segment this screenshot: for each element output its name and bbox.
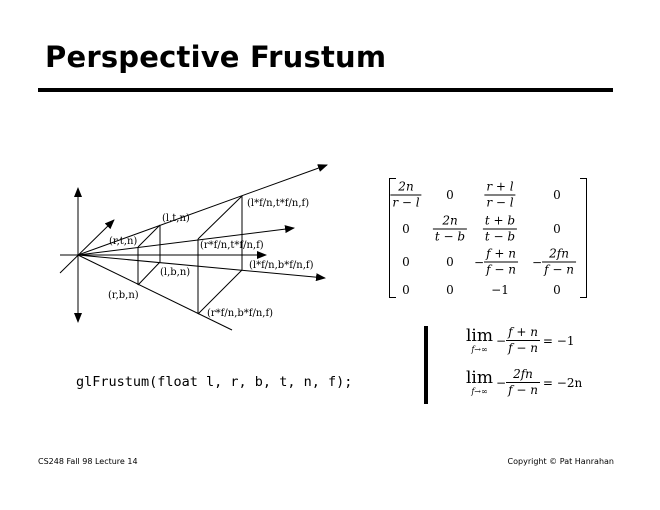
minus-sign: − bbox=[496, 375, 507, 390]
numerator: t + b bbox=[484, 213, 516, 228]
minus-sign: − bbox=[474, 255, 485, 269]
numerator: r + l bbox=[486, 179, 514, 194]
numerator: 2n bbox=[442, 213, 458, 228]
matrix-right-bracket bbox=[580, 178, 587, 298]
numerator: f + n bbox=[508, 325, 538, 339]
label-ltn: (l,t,n) bbox=[162, 213, 190, 224]
matrix-left-bracket bbox=[389, 178, 396, 298]
m13: 0 bbox=[553, 222, 561, 236]
numerator: 2fn bbox=[513, 367, 533, 381]
m31: 0 bbox=[446, 283, 454, 297]
ray-mid bbox=[77, 225, 295, 256]
ray-top bbox=[77, 164, 328, 256]
title-rule bbox=[38, 88, 613, 92]
m21: 0 bbox=[446, 255, 454, 269]
label-rbf: (r*f/n,b*f/n,f) bbox=[207, 308, 273, 319]
label-lbn: (l,b,n) bbox=[160, 267, 190, 278]
m03: 0 bbox=[553, 188, 561, 202]
lim-subscript: f→∞ bbox=[471, 386, 488, 396]
footer-course: CS248 Fall 98 Lecture 14 bbox=[38, 457, 138, 466]
denominator: f − n bbox=[506, 382, 540, 397]
m10: 0 bbox=[402, 222, 410, 236]
ray-lower bbox=[77, 254, 326, 282]
m30: 0 bbox=[402, 283, 410, 297]
label-ltf: (l*f/n,t*f/n,f) bbox=[247, 198, 309, 209]
m32: −1 bbox=[491, 283, 509, 297]
numerator: f + n bbox=[486, 246, 516, 261]
glfrustum-code: glFrustum(float l, r, b, t, n, f); bbox=[76, 374, 353, 390]
denominator: t − b bbox=[482, 228, 518, 244]
numerator: 2n bbox=[398, 179, 414, 194]
far-plane bbox=[197, 195, 243, 315]
near-plane bbox=[137, 224, 161, 286]
label-rtf: (r*f/n,t*f/n,f) bbox=[200, 240, 264, 251]
lim-word: lim bbox=[466, 367, 493, 388]
denominator: f − n bbox=[484, 261, 518, 277]
m20: 0 bbox=[402, 255, 410, 269]
minus-sign: − bbox=[532, 255, 543, 269]
slide-title: Perspective Frustum bbox=[45, 40, 387, 74]
lim-word: lim bbox=[466, 325, 493, 346]
label-rtn: (r,t,n) bbox=[109, 236, 137, 247]
m33: 0 bbox=[553, 283, 561, 297]
lim-subscript: f→∞ bbox=[471, 344, 488, 354]
denominator: f − n bbox=[542, 261, 576, 277]
limit-result: = −2n bbox=[542, 375, 583, 390]
limit-result: = −1 bbox=[542, 333, 575, 348]
denominator: r − l bbox=[390, 194, 422, 210]
m01: 0 bbox=[446, 188, 454, 202]
denominator: r − l bbox=[484, 194, 516, 210]
divider-bar bbox=[424, 326, 428, 404]
denominator: f − n bbox=[506, 340, 540, 355]
denominator: t − b bbox=[432, 228, 468, 244]
ray-bottom bbox=[77, 254, 233, 331]
label-rbn: (r,b,n) bbox=[108, 290, 139, 301]
numerator: 2fn bbox=[549, 246, 569, 261]
label-lbf: (l*f/n,b*f/n,f) bbox=[249, 260, 314, 271]
z-axis bbox=[59, 219, 115, 274]
footer-copyright: Copyright © Pat Hanrahan bbox=[507, 457, 614, 466]
minus-sign: − bbox=[496, 333, 507, 348]
